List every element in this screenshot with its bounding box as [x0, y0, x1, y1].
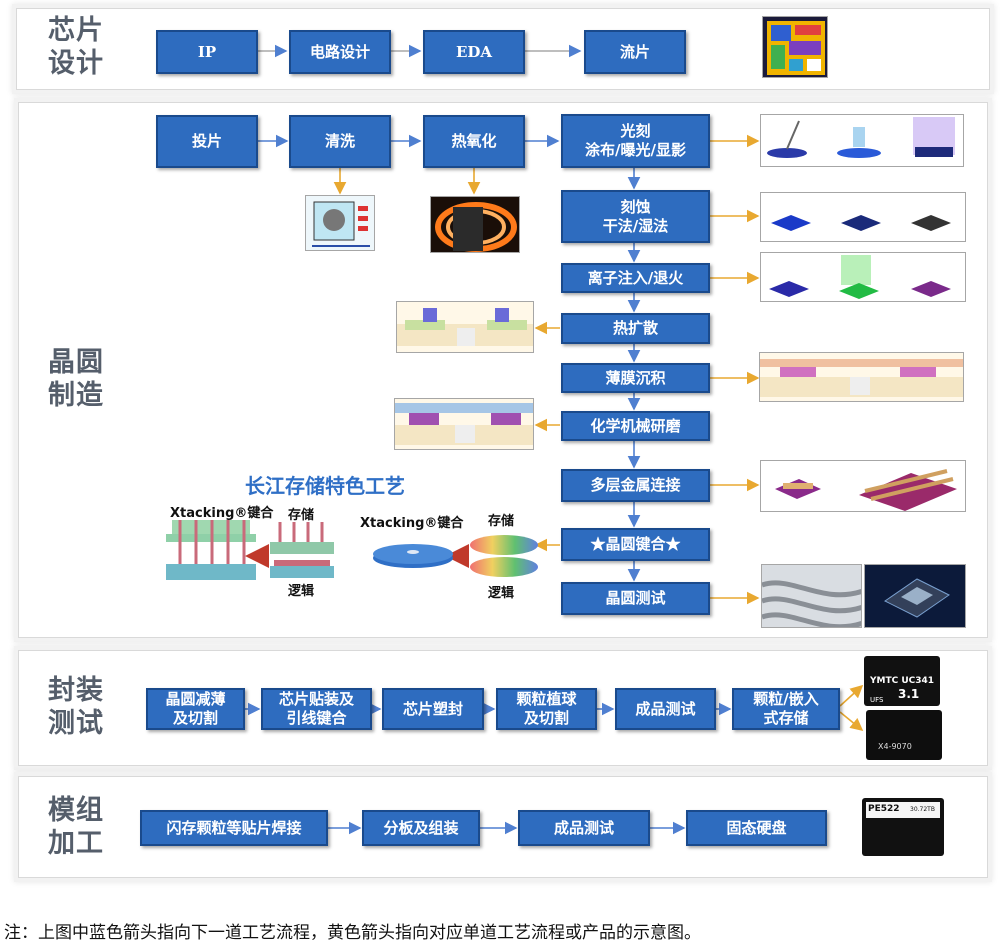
storage-wafer-figure	[470, 535, 538, 555]
wafer-step-lithography: 光刻 涂布/曝光/显影	[561, 114, 710, 168]
wafer-step-wafer-test: 晶圆测试	[561, 582, 710, 615]
logic-label-1: 逻辑	[288, 584, 315, 599]
diffusion-cross-section-thumbnail	[396, 301, 534, 353]
wafer-step-thermal-oxidation: 热氧化	[423, 115, 525, 168]
section-title-design: 芯片 设计	[48, 15, 104, 79]
section-title-module: 模组 加工	[48, 795, 104, 859]
package-step-embedded-storage: 颗粒/嵌入 式存储	[732, 688, 840, 730]
storage-label-1: 存储	[288, 508, 315, 523]
chip-die-thumbnail	[762, 16, 828, 78]
wafer-step-etching: 刻蚀 干法/湿法	[561, 190, 710, 243]
xtacking-wafer-label: Xtacking®键合	[360, 516, 464, 531]
package-step-ball-mount-singulation: 颗粒植球 及切割	[496, 688, 597, 730]
ymtc-feature-title: 长江存储特色工艺	[245, 474, 405, 498]
module-step-final-test: 成品测试	[518, 810, 650, 846]
package-step-molding: 芯片塑封	[382, 688, 484, 730]
ufs-chip-product: YMTC UC341 3.1 UFS	[864, 656, 940, 706]
wafer-step-ion-implant: 离子注入/退火	[561, 263, 710, 293]
cleaning-tank-thumbnail	[305, 195, 375, 251]
logic-wafer-figure	[470, 557, 538, 577]
wafer-step-wafer-start: 投片	[156, 115, 258, 168]
etching-thumbnail	[760, 192, 966, 242]
wafer-step-cleaning: 清洗	[289, 115, 391, 168]
thin-film-cross-section-thumbnail	[759, 352, 964, 402]
wafer-step-wafer-bonding: ★晶圆键合★	[561, 528, 710, 561]
storage-label-2: 存储	[488, 514, 515, 529]
ufs-chip-version: 3.1	[898, 687, 920, 701]
module-step-smt-soldering: 闪存颗粒等贴片焊接	[140, 810, 328, 846]
module-step-ssd: 固态硬盘	[686, 810, 827, 846]
design-step-tapeout: 流片	[584, 30, 686, 74]
bga-chip-product: X4-9070	[866, 710, 942, 760]
xtacking-bonded-structure-figure	[166, 520, 256, 580]
ssd-product: PE522 30.72TB	[862, 798, 944, 856]
ufs-chip-sub: UFS	[870, 696, 884, 704]
wafer-test-thumbnail-2	[864, 564, 966, 628]
cmp-cross-section-thumbnail	[394, 398, 534, 450]
design-step-ip: IP	[156, 30, 258, 74]
section-title-wafer: 晶圆 制造	[48, 347, 104, 411]
footnote: 注：上图中蓝色箭头指向下一道工艺流程，黄色箭头指向对应单道工艺流程或产品的示意图…	[4, 923, 701, 943]
lithography-thumbnail	[760, 114, 964, 167]
bga-chip-model: X4-9070	[878, 742, 912, 751]
wafer-step-cmp: 化学机械研磨	[561, 411, 710, 441]
logic-array-figure	[270, 560, 334, 578]
logic-label-2: 逻辑	[488, 586, 515, 601]
section-title-package: 封装 测试	[48, 675, 104, 739]
package-step-thinning-dicing: 晶圆减薄 及切割	[146, 688, 245, 730]
wafer-test-thumbnail-1	[761, 564, 862, 628]
storage-array-figure	[270, 522, 334, 554]
wafer-step-metal-interconnect: 多层金属连接	[561, 469, 710, 502]
xtacking-bonded-label: Xtacking®键合	[170, 506, 274, 521]
metal-interconnect-thumbnail	[760, 460, 966, 512]
design-step-circuit: 电路设计	[289, 30, 391, 74]
ssd-model: PE522	[868, 804, 900, 814]
design-step-eda: EDA	[423, 30, 525, 74]
wafer-step-thermal-diffusion: 热扩散	[561, 313, 710, 344]
oxidation-furnace-thumbnail	[430, 196, 520, 253]
ssd-capacity: 30.72TB	[910, 806, 935, 813]
module-step-depanel-assembly: 分板及组装	[362, 810, 480, 846]
package-step-die-attach-wire-bond: 芯片贴装及 引线键合	[261, 688, 372, 730]
wafer-step-thin-film: 薄膜沉积	[561, 363, 710, 393]
package-step-final-test: 成品测试	[615, 688, 716, 730]
ufs-chip-brand: YMTC UC341	[870, 676, 935, 686]
ion-implant-thumbnail	[760, 252, 966, 302]
bonded-wafer-figure	[373, 544, 453, 568]
